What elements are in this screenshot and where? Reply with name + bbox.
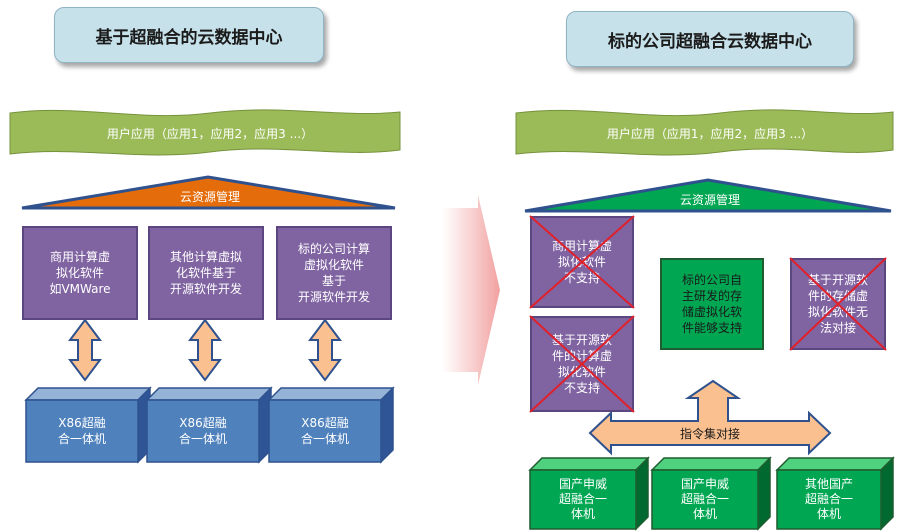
left-hardware-cubes	[24, 386, 395, 464]
right-hardware-text-1: 国产申威 超融合一 体机	[558, 477, 607, 521]
left-title: 基于超融合的云数据中心	[95, 27, 283, 48]
right-hardware-cubes	[528, 456, 895, 531]
right-hardware-text-3: 其他国产 超融合一 体机	[804, 477, 853, 521]
right-supported-box: 标的公司自 主研发的存 储虚拟化软 件能够支持	[660, 258, 764, 350]
left-mgmt-label: 云资源管理	[150, 188, 270, 204]
left-double-arrow-1	[68, 318, 102, 382]
right-unsupported-text-2: 基于开源软 件的计算虚 拟化软件 不支持	[551, 333, 612, 395]
right-hardware-label-3: 其他国产 超融合一 体机	[777, 470, 881, 529]
left-double-arrow-2	[188, 318, 222, 382]
instruction-set-text: 指令集对接	[679, 426, 740, 441]
right-hardware-label-2: 国产申威 超融合一 体机	[652, 470, 758, 529]
right-mgmt-text: 云资源管理	[679, 192, 740, 207]
left-hardware-label-2: X86超融 合一体机	[147, 400, 259, 462]
right-title: 标的公司超融合云数据中心	[608, 31, 812, 52]
cross-2b	[529, 315, 635, 413]
left-title-box: 基于超融合的云数据中心	[54, 7, 324, 63]
right-banner-label: 用户应用（应用1，应用2，应用3 ...）	[545, 121, 875, 145]
left-mgmt-text: 云资源管理	[179, 189, 240, 204]
left-banner-label: 用户应用（应用1，应用2，应用3 ...）	[40, 121, 380, 145]
left-software-box-3: 标的公司计算 虚拟化软件 基于 开源软件开发	[276, 226, 392, 320]
left-banner-text: 用户应用（应用1，应用2，应用3 ...）	[106, 126, 314, 141]
instruction-set-label: 指令集对接	[640, 424, 780, 442]
left-hardware-label-3: X86超融 合一体机	[269, 400, 381, 462]
left-software-text-1: 商用计算虚 拟化软件 如VMWare	[49, 250, 111, 296]
left-double-arrow-3	[308, 318, 342, 382]
right-mgmt-label: 云资源管理	[650, 191, 770, 207]
left-hardware-label-1: X86超融 合一体机	[26, 400, 138, 462]
cross-1b	[529, 215, 635, 309]
right-title-box: 标的公司超融合云数据中心	[566, 11, 854, 67]
left-software-box-1: 商用计算虚 拟化软件 如VMWare	[22, 226, 138, 320]
left-software-text-3: 标的公司计算 虚拟化软件 基于 开源软件开发	[297, 242, 370, 304]
cross-3b	[789, 257, 887, 351]
transition-arrow	[442, 195, 500, 385]
right-banner-text: 用户应用（应用1，应用2，应用3 ...）	[606, 126, 814, 141]
right-unsupported-text-3: 基于开源软 件的存储虚 拟化软件无 法对接	[807, 273, 868, 335]
left-hardware-text-3: X86超融 合一体机	[300, 416, 349, 446]
right-user-app-banner	[515, 109, 894, 156]
left-hardware-text-2: X86超融 合一体机	[178, 416, 227, 446]
left-hardware-text-1: X86超融 合一体机	[57, 416, 106, 446]
right-supported-text: 标的公司自 主研发的存 储虚拟化软 件能够支持	[681, 273, 742, 335]
instruction-set-arrow	[588, 379, 832, 456]
left-mgmt-triangle	[21, 175, 396, 210]
left-software-text-2: 其他计算虚拟 化软件基于 开源软件开发	[169, 250, 242, 296]
right-mgmt-triangle	[524, 178, 892, 213]
right-hardware-label-1: 国产申威 超融合一 体机	[530, 470, 636, 529]
left-user-app-banner	[9, 109, 401, 156]
left-software-box-2: 其他计算虚拟 化软件基于 开源软件开发	[148, 226, 264, 320]
right-hardware-text-2: 国产申威 超融合一 体机	[680, 477, 729, 521]
